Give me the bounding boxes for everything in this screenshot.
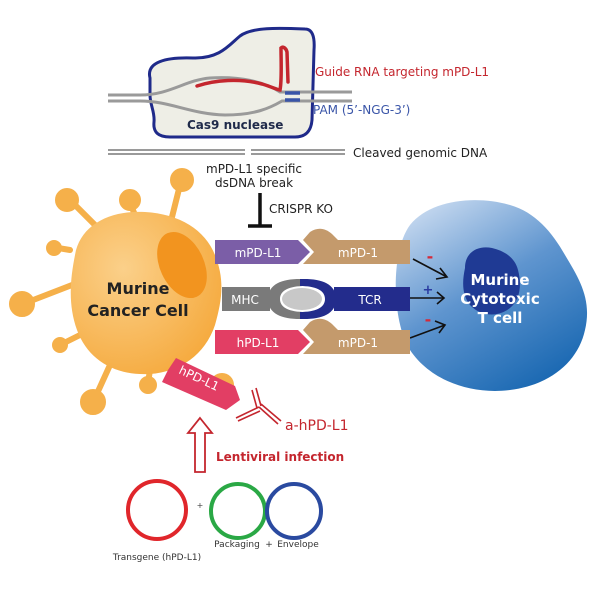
lentiviral-arrow-icon	[186, 416, 214, 473]
cleaved-dna-label: Cleaved genomic DNA	[353, 146, 488, 160]
inhibition-bar-icon	[248, 193, 272, 228]
cas9-complex	[108, 26, 352, 139]
signal-minus-top: -	[427, 247, 434, 266]
antigen-peptide	[282, 288, 322, 310]
envelope-plasmid	[265, 482, 323, 540]
packaging-plasmid	[209, 482, 267, 540]
t-cell	[395, 200, 588, 391]
guide-rna-label: Guide RNA targeting mPD-L1	[315, 65, 489, 79]
inhibitory-arrow-top	[412, 258, 449, 280]
transgene-plasmid	[126, 479, 188, 541]
mhc-receptor	[222, 287, 270, 311]
signal-plus: +	[423, 283, 434, 298]
envelope-label: Envelope	[277, 540, 319, 550]
dsdna-break-label-1: mPD-L1 specific	[206, 162, 302, 176]
mpdl1-mpd1-pair	[215, 228, 410, 264]
lentiviral-infection-label: Lentiviral infection	[216, 450, 344, 464]
mhc-tcr-pair	[222, 279, 410, 319]
t-cell-label-1: Murine	[471, 271, 530, 289]
signal-minus-bottom: -	[425, 310, 432, 329]
packaging-label: Packaging	[214, 540, 260, 550]
transgene-label: Transgene (hPD-L1)	[112, 553, 201, 563]
tcr-label: TCR	[357, 293, 381, 307]
mpd1-top-label: mPD-1	[338, 246, 378, 260]
mhc-label: MHC	[231, 293, 259, 307]
pam-label: PAM (5’-NGG-3’)	[313, 103, 410, 117]
free-hpdl1-receptor	[162, 358, 240, 410]
hpdl1-mpd1-pair	[215, 318, 410, 354]
t-cell-label-3: T cell	[478, 309, 523, 327]
inhibitory-arrow-bottom	[409, 320, 447, 339]
t-cell-label-2: Cytotoxic	[460, 290, 539, 308]
cancer-cell-nucleus	[157, 231, 207, 299]
crispr-ko-label: CRISPR KO	[269, 202, 333, 216]
cleaved-dna	[108, 149, 345, 155]
t-cell-nucleus	[463, 247, 520, 315]
antibody-icon	[235, 387, 282, 425]
hpdl1-receptor	[215, 330, 310, 354]
tcr-receptor	[334, 287, 410, 311]
plus-small: +	[197, 501, 204, 510]
dsdna-break-label-2: dsDNA break	[215, 176, 293, 190]
cancer-cell-label-1: Murine	[107, 279, 170, 298]
guide-rna	[195, 45, 290, 92]
mpdl1-label: mPD-L1	[235, 246, 282, 260]
tcr-clamp	[300, 279, 336, 319]
cas9-label: Cas9 nuclease	[187, 118, 283, 132]
mpd1-receptor-top	[303, 228, 410, 264]
dna-strand-bottom	[108, 99, 352, 117]
mpd1-bottom-label: mPD-1	[338, 336, 378, 350]
hpdl1-label: hPD-L1	[237, 336, 280, 350]
antibody-label: a-hPD-L1	[285, 418, 349, 434]
cancer-cell	[9, 168, 222, 415]
mhc-clamp	[268, 279, 305, 319]
plus-sign: +	[265, 540, 273, 550]
mpd1-receptor-bottom	[303, 318, 410, 354]
mpdl1-receptor	[215, 240, 310, 264]
free-hpdl1	[162, 358, 240, 410]
cancer-cell-label-2: Cancer Cell	[87, 301, 188, 320]
